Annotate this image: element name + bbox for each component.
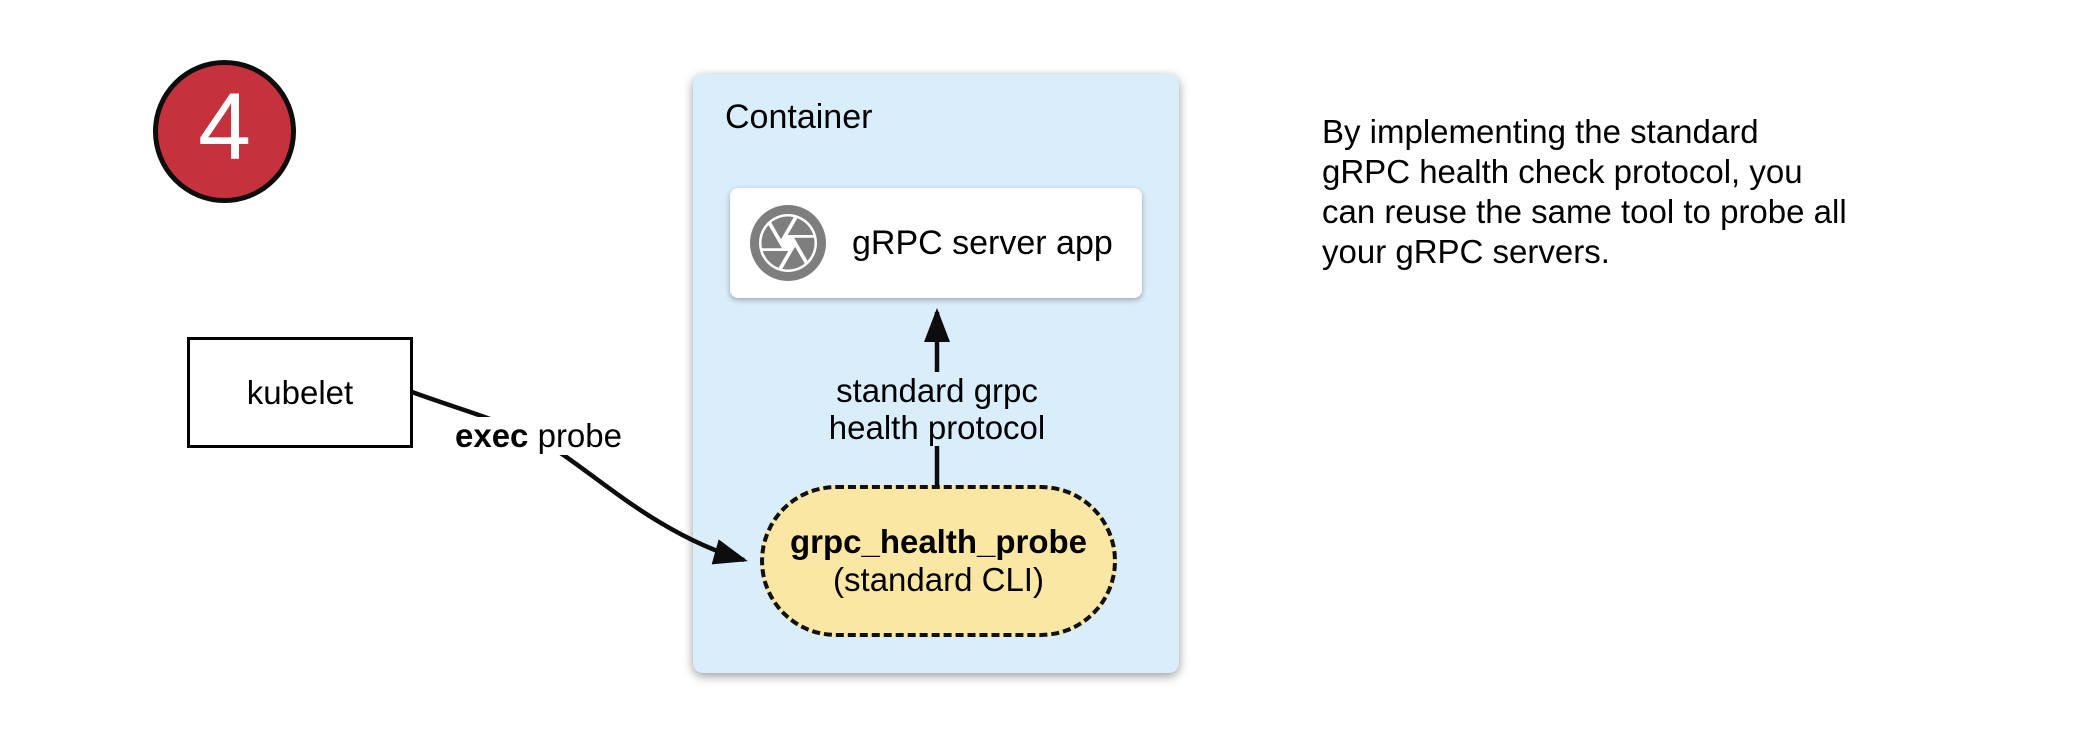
kubelet-label: kubelet: [246, 373, 354, 411]
exec-probe-label-rest: probe: [528, 417, 622, 454]
health-protocol-label-line2: health protocol: [828, 409, 1046, 446]
kubelet-box: kubelet: [187, 337, 413, 448]
probe-pill-title: grpc_health_probe: [789, 523, 1088, 560]
health-protocol-label: standard grpc health protocol: [820, 372, 1054, 446]
probe-pill-subtitle: (standard CLI): [833, 561, 1044, 598]
health-protocol-label-line1: standard grpc: [836, 372, 1038, 409]
caption: By implementing the standard gRPC health…: [1322, 112, 1847, 272]
caption-line: gRPC health check protocol, you: [1322, 153, 1803, 190]
step-number: 4: [198, 74, 251, 180]
grpc-server-label: gRPC server app: [852, 223, 1113, 262]
grpc-server-box: gRPC server app: [730, 188, 1142, 298]
exec-probe-label: exec probe: [451, 417, 626, 455]
exec-probe-label-bold: exec: [455, 417, 529, 454]
grpc-aperture-icon: [750, 205, 826, 281]
grpc-health-probe-pill: grpc_health_probe (standard CLI): [760, 485, 1117, 637]
caption-line: can reuse the same tool to probe all: [1322, 193, 1847, 230]
caption-line: your gRPC servers.: [1322, 233, 1610, 270]
caption-line: By implementing the standard: [1322, 113, 1759, 150]
container-title: Container: [725, 98, 873, 136]
step-badge: 4: [153, 60, 296, 203]
